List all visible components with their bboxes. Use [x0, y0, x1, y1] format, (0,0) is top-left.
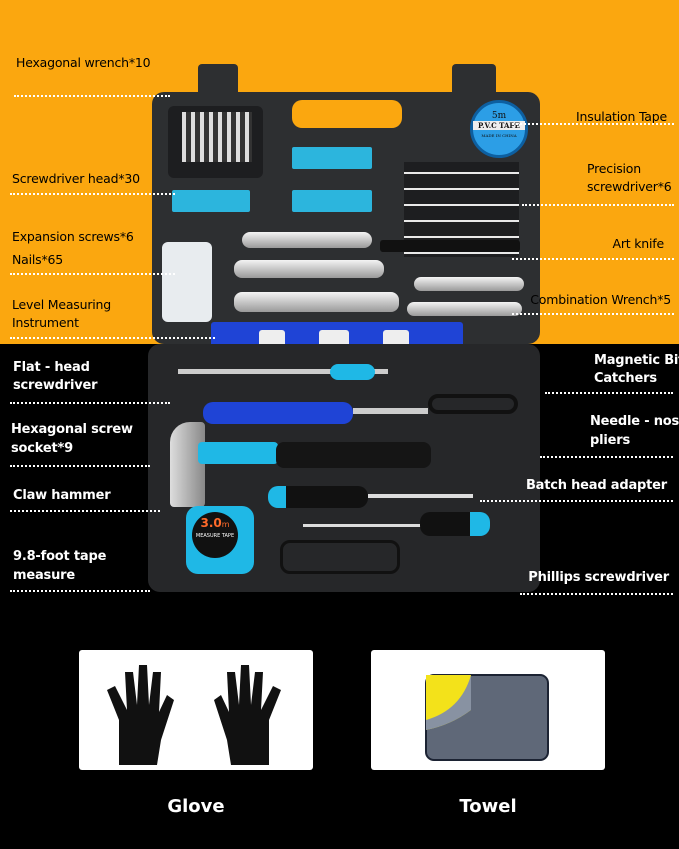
art-knife — [380, 240, 520, 252]
leader-line — [10, 465, 150, 467]
bit-holder — [172, 190, 250, 212]
phillips-shaft — [303, 524, 423, 527]
label-needle-1: Needle - nose — [590, 414, 679, 429]
adapter-shaft — [368, 494, 473, 498]
label-level-1: Level Measuring — [12, 297, 112, 312]
tape-brand: P.V.C TAPE — [473, 121, 525, 130]
phillips-handle — [420, 512, 490, 536]
wrench — [414, 277, 524, 291]
label-tape-measure-1: 9.8-foot tape — [13, 549, 107, 564]
glove-icon — [107, 665, 281, 765]
nails-box — [162, 242, 212, 322]
wrench — [407, 302, 522, 316]
label-nails: Nails*65 — [12, 252, 64, 267]
leader-line — [10, 402, 170, 404]
hammer-grip — [198, 442, 278, 464]
case-handle — [280, 540, 400, 574]
measure-unit: m — [221, 520, 230, 529]
adapter-handle — [268, 486, 368, 508]
tape-length: 5m — [491, 111, 507, 121]
label-batch-adapter: Batch head adapter — [525, 478, 667, 493]
flat-head-handle — [330, 364, 375, 380]
pliers-handle — [428, 394, 518, 414]
bit-holder — [292, 147, 372, 169]
label-precision-1: Precision — [587, 161, 641, 176]
label-insulation-tape: Insulation Tape — [576, 109, 667, 124]
label-needle-2: pliers — [590, 433, 630, 448]
measure-label: MEASURE TAPE — [195, 533, 235, 539]
leader-line — [512, 313, 674, 315]
glove-label: Glove — [167, 796, 225, 817]
label-hex-wrench: Hexagonal wrench*10 — [16, 55, 151, 70]
label-magnetic-2: Catchers — [594, 371, 657, 386]
glove-card — [79, 650, 313, 770]
leader-line — [512, 123, 674, 125]
hammer-handle — [276, 442, 431, 468]
label-magnetic-1: Magnetic Bit — [594, 353, 679, 368]
tape-origin: MADE IN CHINA — [481, 133, 517, 138]
leader-line — [10, 510, 160, 512]
label-level-2: Instrument — [12, 315, 79, 330]
label-phillips: Phillips screwdriver — [528, 570, 669, 585]
towel-icon — [425, 674, 549, 761]
wrench — [234, 260, 384, 278]
label-precision-2: screwdriver*6 — [587, 179, 672, 194]
label-flat-head-2: screwdriver — [13, 378, 98, 393]
leader-line — [10, 590, 150, 592]
leader-line — [10, 337, 215, 339]
label-screwdriver-head: Screwdriver head*30 — [12, 171, 140, 186]
case-handle-opening — [292, 100, 402, 128]
leader-line — [10, 193, 175, 195]
label-hex-socket-2: socket*9 — [11, 441, 73, 456]
leader-line — [520, 593, 673, 595]
bit-holder — [292, 190, 372, 212]
hammer-head — [170, 422, 205, 507]
wrench — [234, 292, 399, 312]
tape-measure: 3.0m MEASURE TAPE — [186, 506, 254, 574]
case-lid: 5m P.V.C TAPE MADE IN CHINA — [152, 92, 540, 344]
leader-line — [480, 500, 673, 502]
leader-line — [545, 392, 673, 394]
label-tape-measure-2: measure — [13, 568, 75, 583]
case-base: 3.0m MEASURE TAPE — [148, 344, 540, 592]
socket-rail — [203, 402, 353, 424]
leader-line — [522, 204, 674, 206]
leader-line — [512, 258, 674, 260]
towel-card — [371, 650, 605, 770]
wrench — [242, 232, 372, 248]
flat-head-shaft — [178, 369, 388, 374]
label-combination-wrench: Combination Wrench*5 — [530, 292, 671, 307]
leader-line — [540, 456, 673, 458]
pliers-jaw — [353, 408, 428, 414]
label-art-knife: Art knife — [612, 236, 665, 251]
leader-line — [10, 273, 175, 275]
label-claw-hammer: Claw hammer — [13, 488, 111, 503]
measure-value: 3.0 — [200, 516, 222, 530]
label-hex-socket-1: Hexagonal screw — [11, 422, 133, 437]
label-flat-head-1: Flat - head — [13, 360, 90, 375]
insulation-tape: 5m P.V.C TAPE MADE IN CHINA — [470, 100, 528, 158]
towel-label: Towel — [459, 796, 517, 817]
leader-line — [14, 95, 170, 97]
label-expansion-screws: Expansion screws*6 — [12, 229, 134, 244]
hex-wrenches — [182, 112, 252, 162]
